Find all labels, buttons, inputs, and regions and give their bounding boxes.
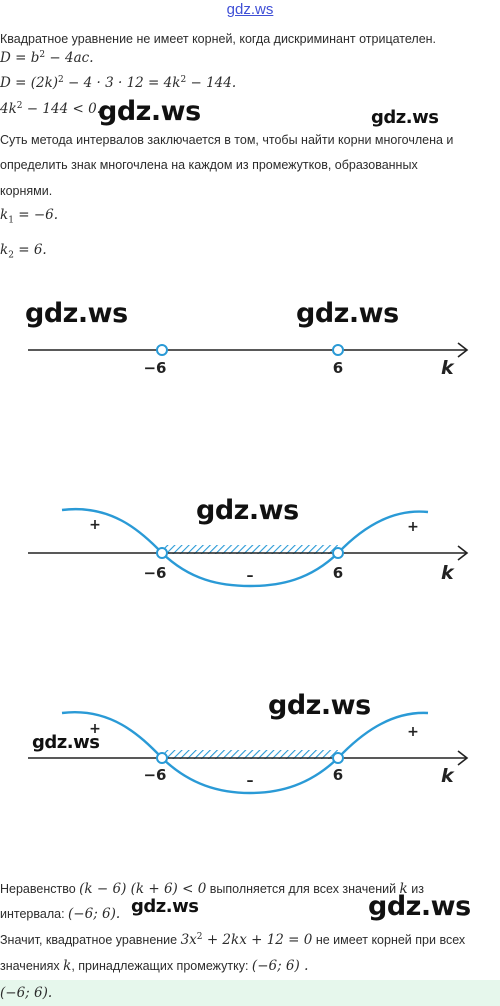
- discriminant-formula: D = b2 − 4ac.: [0, 50, 94, 66]
- watermark: gdz.ws: [296, 298, 399, 329]
- conclusion-text: Значит, квадратное уравнение 3x2 + 2kx +…: [0, 932, 466, 948]
- discriminant-expansion: D = (2k)2 − 4 · 3 · 12 = 4k2 − 144.: [0, 75, 237, 91]
- root-point-right: [332, 547, 344, 559]
- tick-label-left: −6: [143, 564, 166, 582]
- sign-chart-2: + + – −6 6 k: [28, 710, 469, 795]
- inequality-text: Неравенство (k − 6) (k + 6) < 0 выполняе…: [0, 881, 424, 897]
- answer-box: [0, 980, 500, 1006]
- sign-plus-right: +: [407, 724, 419, 740]
- tick-label-right: 6: [333, 564, 343, 582]
- watermark: gdz.ws: [32, 732, 100, 753]
- hatched-interval: [162, 750, 338, 759]
- interval-text: интервала: (−6; 6).: [0, 906, 121, 922]
- sign-plus-left: +: [89, 721, 101, 737]
- watermark: gdz.ws: [268, 690, 371, 721]
- sign-curve: [61, 507, 429, 588]
- root-k1: k1 = −6.: [0, 207, 59, 226]
- tick-label-left: −6: [143, 766, 166, 784]
- method-text-line1: Суть метода интервалов заключается в том…: [0, 133, 454, 147]
- root-point-left: [156, 547, 168, 559]
- root-k2: k2 = 6.: [0, 242, 47, 261]
- root-point-left: [156, 752, 168, 764]
- values-text: значениях k, принадлежащих промежутку: (…: [0, 958, 309, 974]
- sign-curve: [61, 710, 429, 795]
- watermark: gdz.ws: [131, 896, 199, 917]
- watermark: gdz.ws: [98, 96, 201, 127]
- hatched-interval: [162, 545, 338, 554]
- method-text-line2: определить знак многочлена на каждом из …: [0, 158, 418, 172]
- root-point-right: [332, 344, 344, 356]
- root-point-right: [332, 752, 344, 764]
- sign-minus: –: [247, 773, 254, 789]
- axis-label-k: k: [441, 357, 455, 379]
- tick-label-left: −6: [143, 359, 166, 377]
- watermark: gdz.ws: [196, 495, 299, 526]
- watermark: gdz.ws: [368, 891, 471, 922]
- axis-label-k: k: [441, 562, 455, 584]
- root-point-left: [156, 344, 168, 356]
- watermark: gdz.ws: [25, 298, 128, 329]
- sign-plus-right: +: [407, 519, 419, 535]
- method-text-line3: корнями.: [0, 184, 53, 198]
- sign-chart-1: + + – −6 6 k: [28, 507, 469, 588]
- tick-label-right: 6: [333, 766, 343, 784]
- site-link[interactable]: gdz.ws: [226, 1, 274, 18]
- axis-arrow: [457, 342, 469, 358]
- number-line-roots: −6 6 k: [28, 342, 469, 379]
- axis-arrow: [457, 545, 469, 561]
- tick-label-right: 6: [333, 359, 343, 377]
- axis-arrow: [457, 750, 469, 766]
- intro-text: Квадратное уравнение не имеет корней, ко…: [0, 32, 437, 46]
- watermark: gdz.ws: [371, 107, 439, 128]
- sign-minus: –: [247, 568, 254, 584]
- answer-text: (−6; 6).: [0, 985, 53, 1001]
- sign-plus-left: +: [89, 517, 101, 533]
- discriminant-inequality: 4k2 − 144 < 0.: [0, 101, 101, 117]
- axis-label-k: k: [441, 765, 455, 787]
